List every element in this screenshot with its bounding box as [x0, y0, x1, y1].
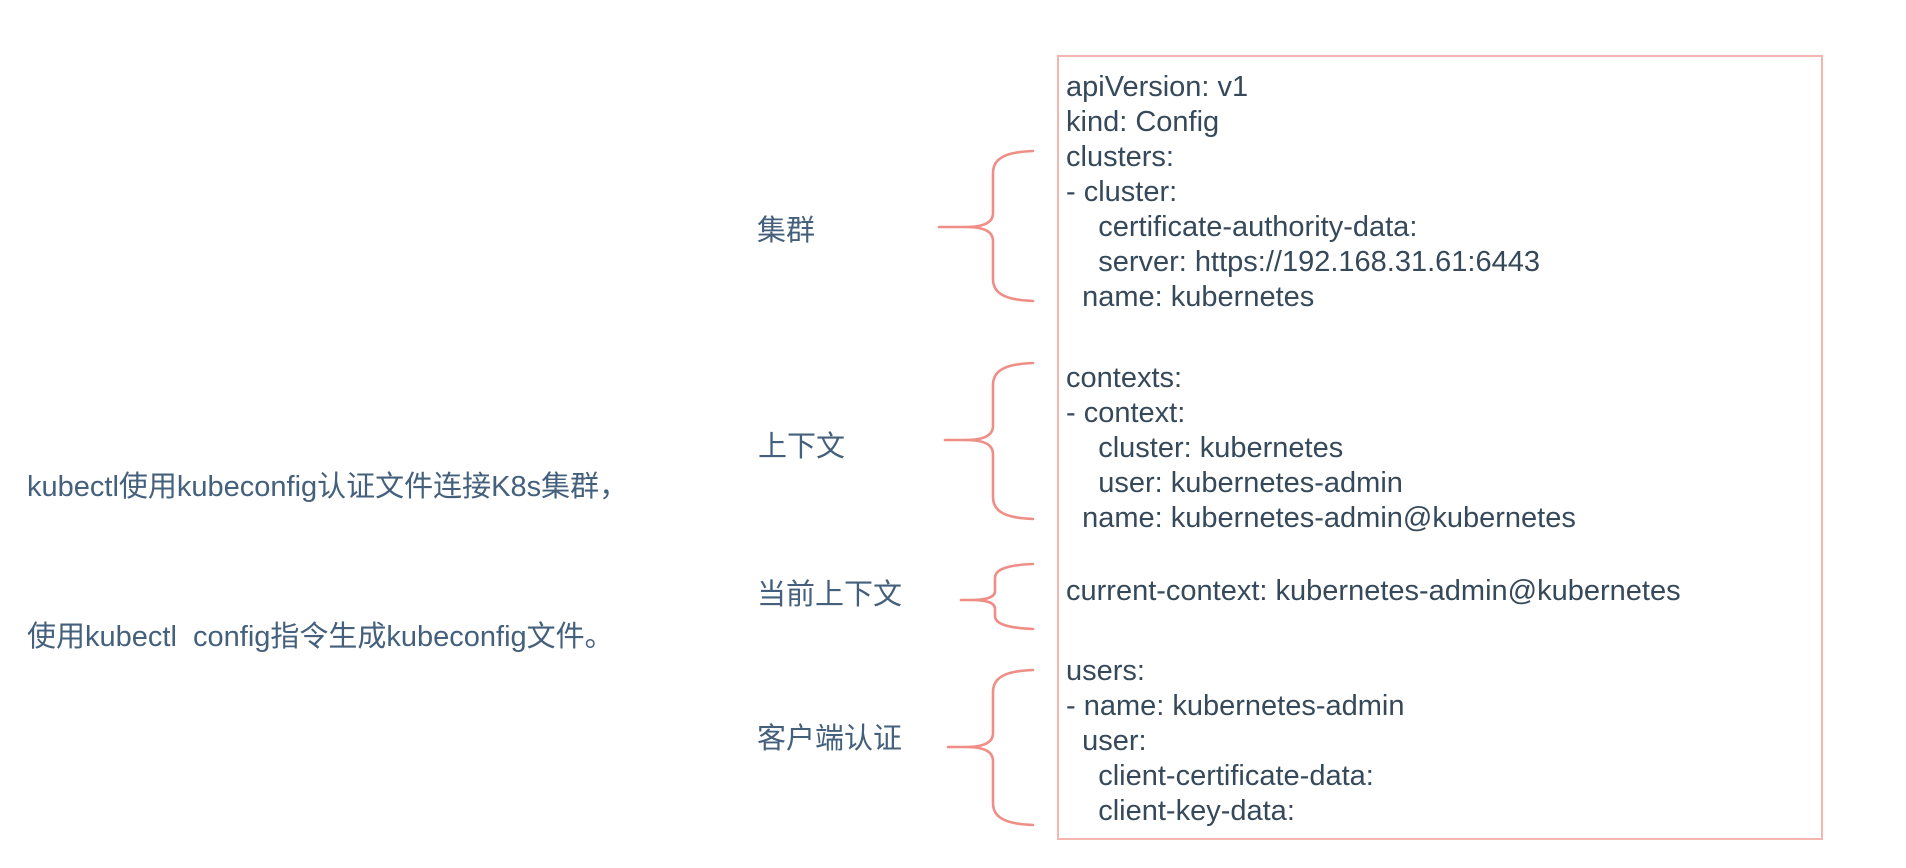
config-line: user: kubernetes-admin: [1066, 467, 1403, 499]
config-line: kind: Config: [1066, 106, 1220, 138]
client-auth-brace-icon: [946, 668, 1035, 827]
label-clusters: 集群: [757, 215, 816, 247]
config-section-current-context: current-context: kubernetes-admin@kubern…: [1066, 574, 1817, 609]
description-line-2: 使用kubectl config指令生成kubeconfig文件。: [27, 621, 614, 653]
config-line: - name: kubernetes-admin: [1066, 690, 1405, 722]
config-line: - cluster:: [1066, 176, 1178, 208]
config-line: server: https://192.168.31.61:6443: [1066, 246, 1540, 278]
label-client-auth: 客户端认证: [757, 723, 903, 755]
contexts-brace-icon: [943, 361, 1035, 521]
label-current-context: 当前上下文: [757, 579, 903, 611]
config-section-users: users:- name: kubernetes-admin user: cli…: [1066, 654, 1817, 829]
config-line: - context:: [1066, 397, 1186, 429]
config-line: name: kubernetes: [1066, 281, 1315, 313]
config-line: users:: [1066, 655, 1145, 687]
config-line: client-key-data:: [1066, 795, 1295, 827]
description-text: kubectl使用kubeconfig认证文件连接K8s集群， 使用kubect…: [27, 362, 628, 762]
current-context-brace-icon: [959, 562, 1035, 631]
config-line: name: kubernetes-admin@kubernetes: [1066, 502, 1576, 534]
description-line-1: kubectl使用kubeconfig认证文件连接K8s集群，: [27, 471, 629, 503]
config-line: apiVersion: v1: [1066, 71, 1249, 103]
config-line: certificate-authority-data:: [1066, 211, 1418, 243]
config-section-contexts: contexts:- context: cluster: kubernetes …: [1066, 361, 1817, 536]
config-line: clusters:: [1066, 141, 1174, 173]
config-line: user:: [1066, 725, 1147, 757]
config-line: contexts:: [1066, 362, 1183, 394]
label-contexts: 上下文: [758, 431, 846, 463]
config-line: current-context: kubernetes-admin@kubern…: [1066, 575, 1681, 607]
config-line: cluster: kubernetes: [1066, 432, 1344, 464]
config-line: client-certificate-data:: [1066, 760, 1374, 792]
clusters-brace-icon: [937, 149, 1035, 303]
